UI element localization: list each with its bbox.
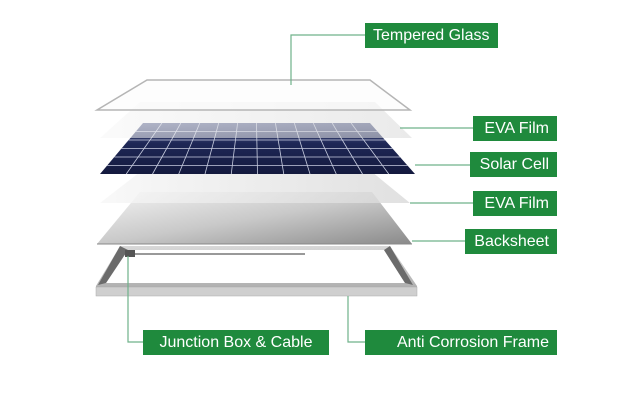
label-backsheet: Backsheet <box>465 229 557 254</box>
label-solar-cell: Solar Cell <box>470 152 557 177</box>
tempered-glass-layer <box>94 79 413 111</box>
backsheet-layer <box>97 192 412 244</box>
label-eva-film-top: EVA Film <box>473 116 557 141</box>
junction-box <box>125 250 135 257</box>
label-tempered-glass: Tempered Glass <box>365 23 498 48</box>
eva-film-top-layer <box>100 102 412 138</box>
label-junction-box: Junction Box & Cable <box>143 330 329 355</box>
label-frame: Anti Corrosion Frame <box>365 330 557 355</box>
label-eva-film-bottom: EVA Film <box>473 191 557 216</box>
leader-lines <box>127 34 473 343</box>
eva-film-bottom-layer <box>100 172 410 203</box>
frame-layer <box>95 246 418 297</box>
